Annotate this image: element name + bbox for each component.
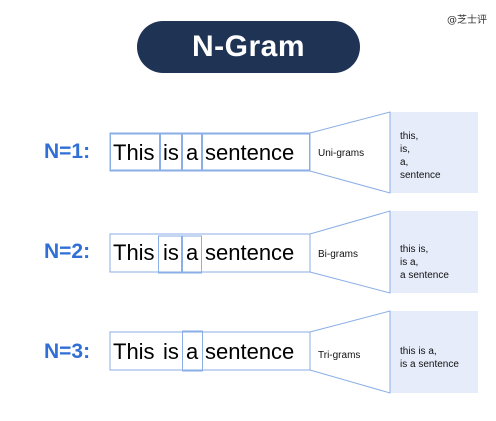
row1-funnel xyxy=(309,111,391,194)
row3-word-is: is xyxy=(163,339,179,364)
row3-output-item: is a sentence xyxy=(400,359,459,370)
row2-output-list: this is, is a, a sentence xyxy=(400,243,449,282)
row3-output-list: this is a, is a sentence xyxy=(400,345,459,371)
output-panel-2 xyxy=(390,211,478,293)
output-panel-1 xyxy=(390,112,478,193)
row2-n-label: N=2: xyxy=(44,240,91,263)
row2-gram-label: Bi-grams xyxy=(318,249,359,260)
row2-word-a: a xyxy=(186,240,199,265)
row2-gram-frame-2 xyxy=(182,235,202,274)
row1-gram-label: Uni-grams xyxy=(318,148,365,159)
row2-funnel xyxy=(309,210,391,294)
row1-output-item: a, xyxy=(400,157,409,168)
row2-word-this: This xyxy=(113,240,155,265)
row1-output-item: is, xyxy=(400,144,410,155)
output-panel-3 xyxy=(390,311,478,393)
row3-gram-label: Tri-grams xyxy=(318,350,361,361)
row3-output-item: this is a, xyxy=(400,346,437,357)
watermark: @芝士评 xyxy=(447,15,487,26)
row2-sentence-frame xyxy=(109,233,311,273)
title-pill: N-Gram xyxy=(137,21,360,73)
row1-output-item: this, xyxy=(400,131,419,142)
row1-gram-frame-is xyxy=(160,133,182,171)
row3-word-a: a xyxy=(186,339,199,364)
row3-word-sentence: sentence xyxy=(205,339,295,364)
row1-output-item: sentence xyxy=(400,170,441,181)
row1-word-this: This xyxy=(113,140,155,165)
row2-word-sentence: sentence xyxy=(205,240,295,265)
row1-output-list: this, is, a, sentence xyxy=(400,130,441,182)
row2-output-item: is a, xyxy=(400,257,419,268)
row1-n-label: N=1: xyxy=(44,140,91,163)
row1-word-sentence: sentence xyxy=(205,140,295,165)
row2-word-is: is xyxy=(163,240,179,265)
row1-gram-frame-sentence xyxy=(202,133,310,171)
row1-word-is: is xyxy=(163,140,179,165)
row1-word-a: a xyxy=(186,140,199,165)
row1-gram-frame-a xyxy=(182,133,202,171)
row3-n-label: N=3: xyxy=(44,340,91,363)
row3-word-this: This xyxy=(113,339,155,364)
row2-output-item: a sentence xyxy=(400,270,449,281)
row2-gram-frame-1 xyxy=(158,235,182,274)
row3-gram-frame-1 xyxy=(182,330,203,372)
row2-output-item: this is, xyxy=(400,244,429,255)
row3-funnel xyxy=(309,310,391,394)
row3-sentence-frame xyxy=(109,331,311,371)
title-text: N-Gram xyxy=(191,30,306,63)
row1-gram-frame-this xyxy=(110,133,160,171)
